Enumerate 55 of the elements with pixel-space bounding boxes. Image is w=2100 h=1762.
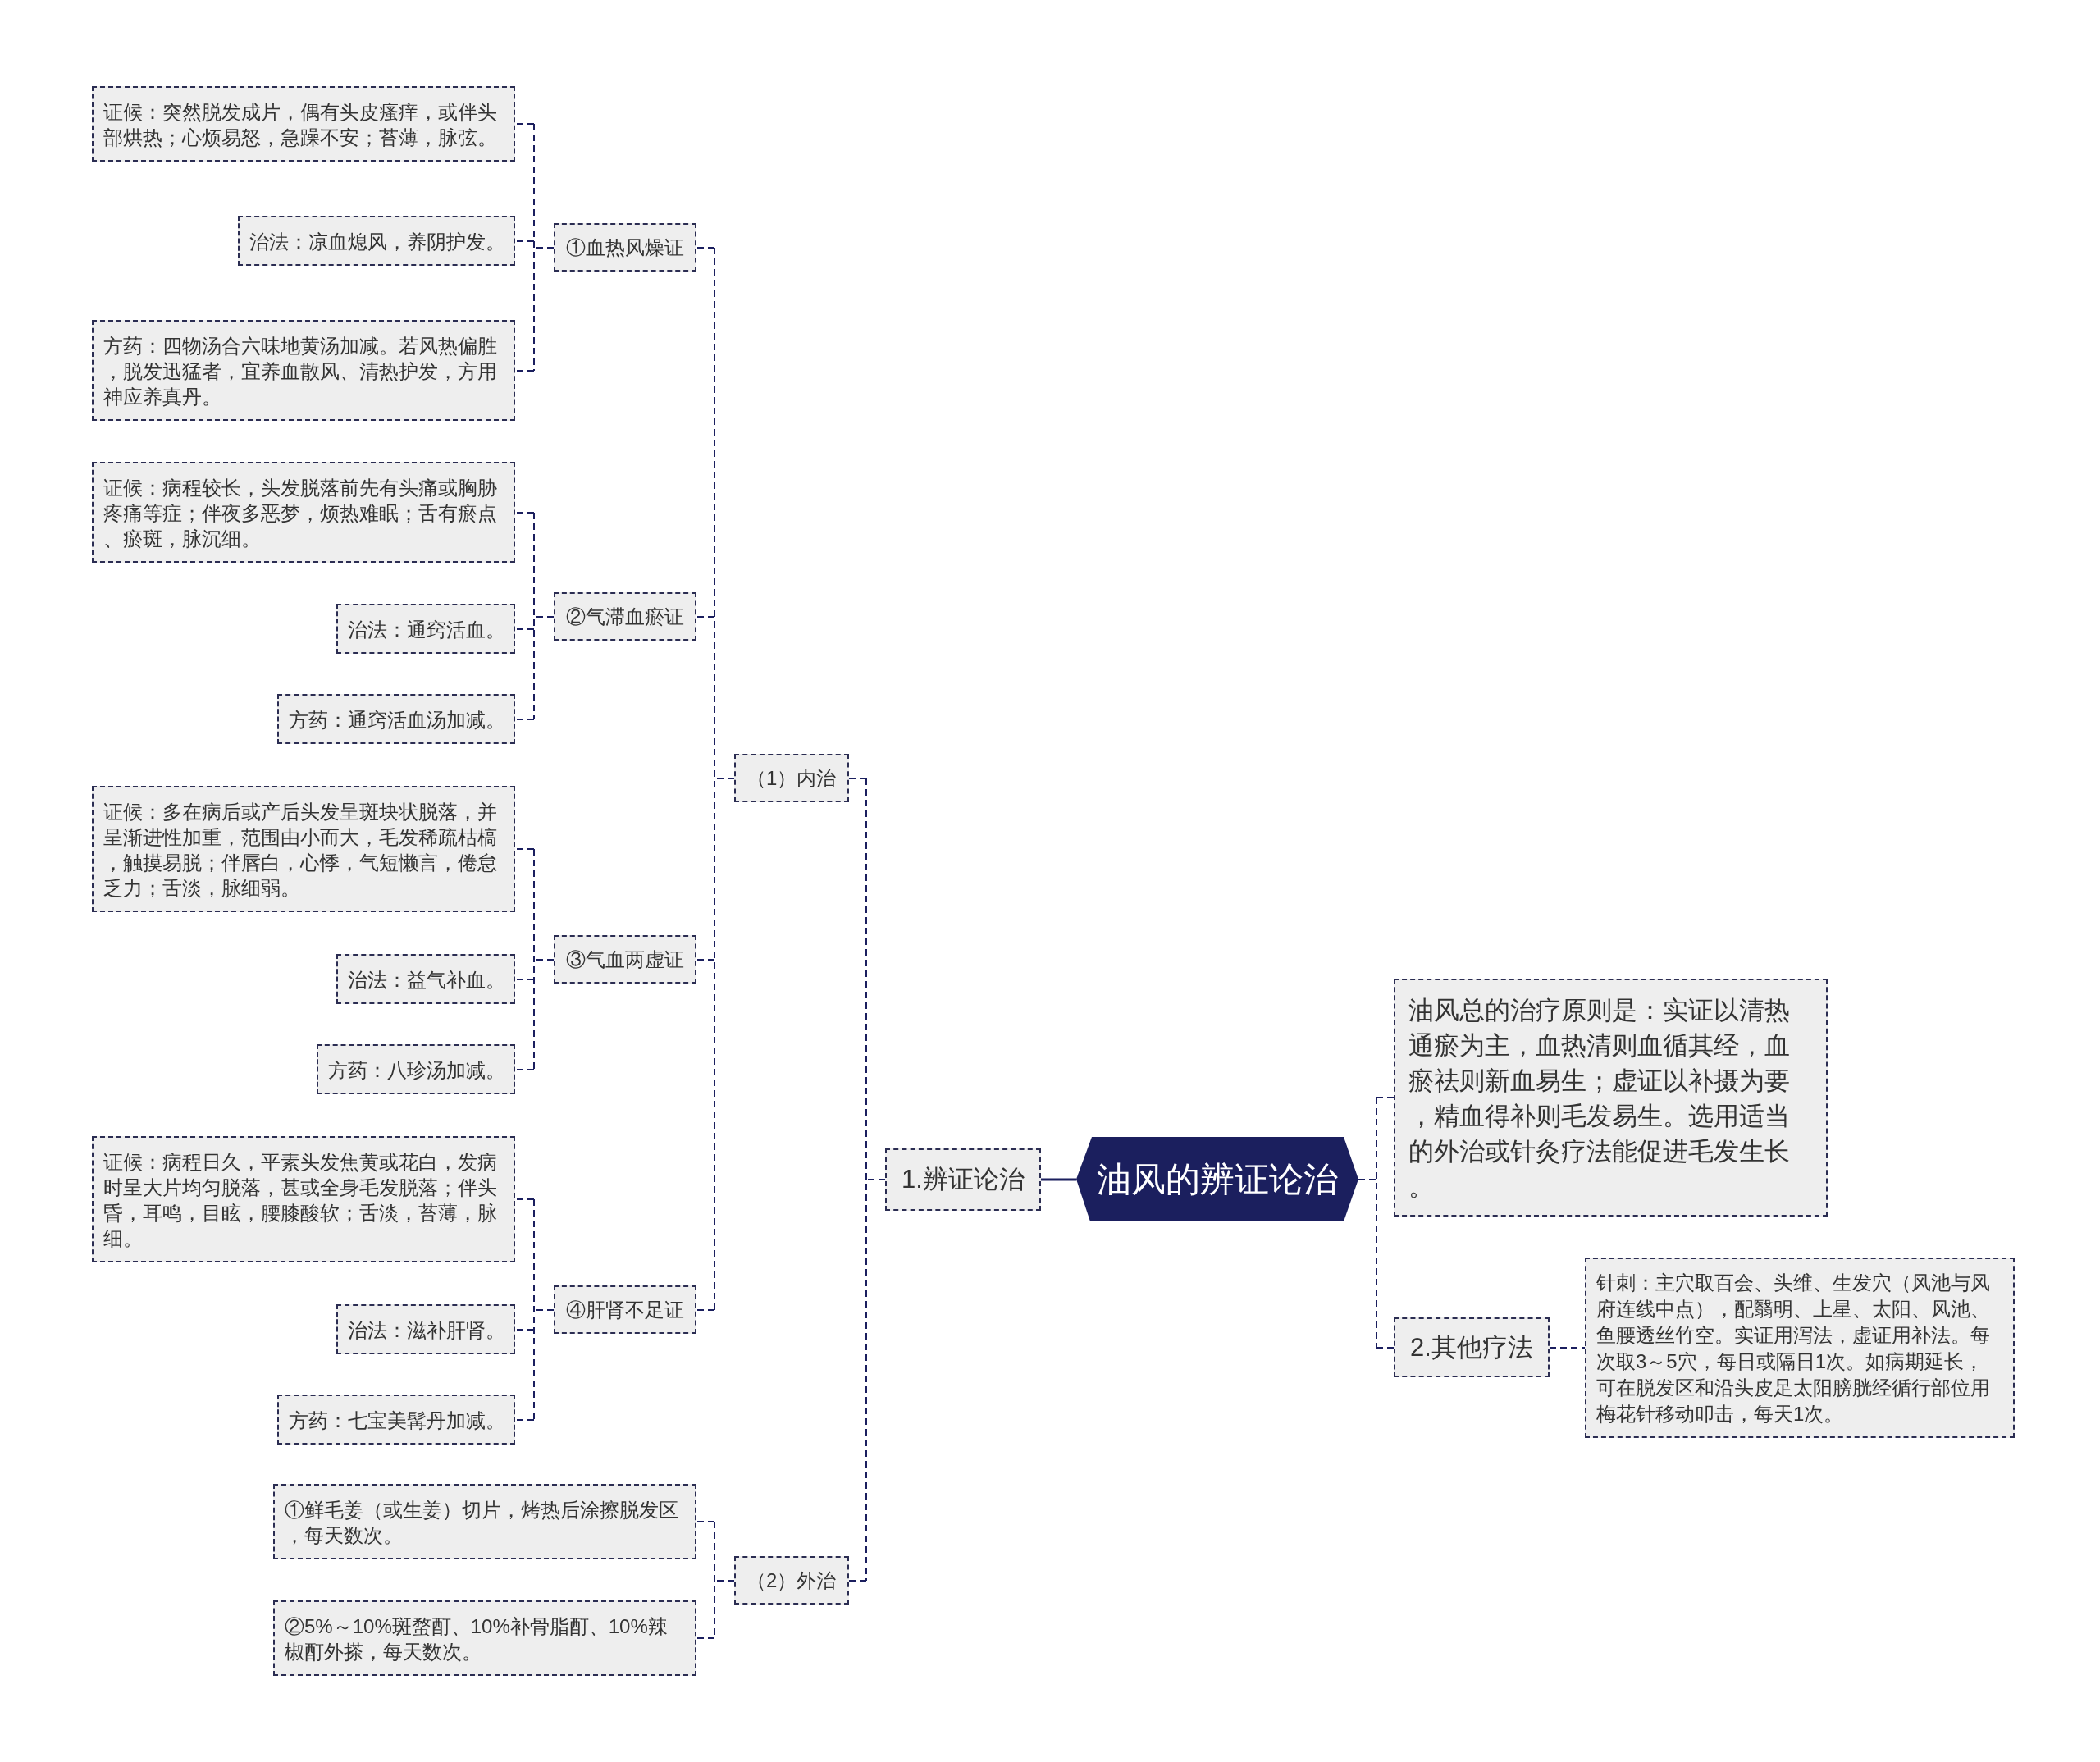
detail-note-box: 方药：八珍汤加减。 xyxy=(317,1044,515,1094)
connector-line xyxy=(848,1580,867,1582)
subtopic-box: （1）内治 xyxy=(734,754,849,802)
connector-line xyxy=(696,1309,715,1311)
connector-line xyxy=(848,778,867,779)
detail-note-box: 证候：多在病后或产后头发呈斑块状脱落，并呈渐进性加重，范围由小而大，毛发稀疏枯槁，触摸易脱；伴唇白，心悸，气短懒言，倦怠乏力；舌淡，脉细弱。 xyxy=(92,786,515,912)
connector-line xyxy=(533,848,555,1070)
subtopic-box: ③气血两虚证 xyxy=(554,935,696,984)
connector-line xyxy=(514,1069,535,1070)
connector-line xyxy=(1041,1178,1076,1181)
connector-line xyxy=(696,959,715,961)
subtopic-box: ②气滞血瘀证 xyxy=(554,592,696,641)
detail-note-box: 证候：突然脱发成片，偶有头皮瘙痒，或伴头部烘热；心烦易怒，急躁不安；苔薄，脉弦。 xyxy=(92,86,515,162)
connector-line xyxy=(514,123,535,125)
connector-line xyxy=(533,123,555,372)
connector-line xyxy=(514,1329,535,1331)
connector-line xyxy=(1376,1097,1395,1098)
connector-line xyxy=(533,1198,555,1421)
detail-note-box: 方药：通窍活血汤加减。 xyxy=(277,694,515,744)
detail-note-box: 治法：益气补血。 xyxy=(336,954,515,1004)
detail-note-box: 油风总的治疗原则是：实证以清热通瘀为主，血热清则血循其经，血瘀祛则新血易生；虚证以补摄为要，精血得补则毛发易生。选用适当的外治或针灸疗法能促进毛发生长。 xyxy=(1394,979,1828,1217)
connector-line xyxy=(696,616,715,618)
subtopic-box: ①血热风燥证 xyxy=(554,223,696,272)
connector-line xyxy=(696,247,715,249)
connector-line xyxy=(714,247,735,1311)
connector-line xyxy=(514,370,535,372)
connector-line xyxy=(514,719,535,720)
detail-note-box: 治法：通窍活血。 xyxy=(336,604,515,654)
detail-note-box: ②5%～10%斑蝥酊、10%补骨脂酊、10%辣椒酊外搽，每天数次。 xyxy=(273,1600,696,1676)
detail-note-box: 治法：凉血熄风，养阴护发。 xyxy=(238,216,515,266)
detail-note-box: 证候：病程较长，头发脱落前先有头痛或胸胁疼痛等症；伴夜多恶梦，烦热难眠；舌有瘀点、瘀斑，脉沉细。 xyxy=(92,462,515,563)
connector-line xyxy=(514,512,535,514)
subtopic-box: ④肝肾不足证 xyxy=(554,1285,696,1334)
connector-line xyxy=(1549,1347,1586,1349)
detail-note-box: ①鲜毛姜（或生姜）切片，烤热后涂擦脱发区，每天数次。 xyxy=(273,1484,696,1559)
main-topic-box: 2.其他疗法 xyxy=(1394,1317,1550,1377)
connector-line xyxy=(514,628,535,630)
connector-line xyxy=(514,1419,535,1421)
connector-line xyxy=(1358,1097,1377,1349)
main-topic-box: 1.辨证论治 xyxy=(885,1148,1041,1211)
connector-line xyxy=(514,240,535,242)
connector-line xyxy=(1376,1347,1395,1349)
connector-line xyxy=(533,512,555,720)
connector-line xyxy=(696,1637,715,1639)
connector-line xyxy=(865,778,886,1582)
connector-line xyxy=(696,1521,715,1522)
detail-note-box: 针刺：主穴取百会、头维、生发穴（风池与风府连线中点），配翳明、上星、太阳、风池、鱼腰透丝竹空。实证用泻法，虚证用补法。每次取3～5穴，每日或隔日1次。如病期延长，可在脱发区和沿头皮足太阳膀胱经循行部位用梅花针移动叩击，每天1次。 xyxy=(1585,1258,2015,1438)
connector-line xyxy=(514,848,535,850)
connector-line xyxy=(514,979,535,980)
detail-note-box: 方药：七宝美髯丹加减。 xyxy=(277,1395,515,1445)
subtopic-box: （2）外治 xyxy=(734,1556,849,1605)
detail-note-box: 证候：病程日久，平素头发焦黄或花白，发病时呈大片均匀脱落，甚或全身毛发脱落；伴头昏，耳鸣，目眩，腰膝酸软；舌淡，苔薄，脉细。 xyxy=(92,1136,515,1262)
detail-note-box: 治法：滋补肝肾。 xyxy=(336,1304,515,1354)
detail-note-box: 方药：四物汤合六味地黄汤加减。若风热偏胜，脱发迅猛者，宜养血散风、清热护发，方用神应养真丹。 xyxy=(92,320,515,421)
connector-line xyxy=(514,1198,535,1200)
